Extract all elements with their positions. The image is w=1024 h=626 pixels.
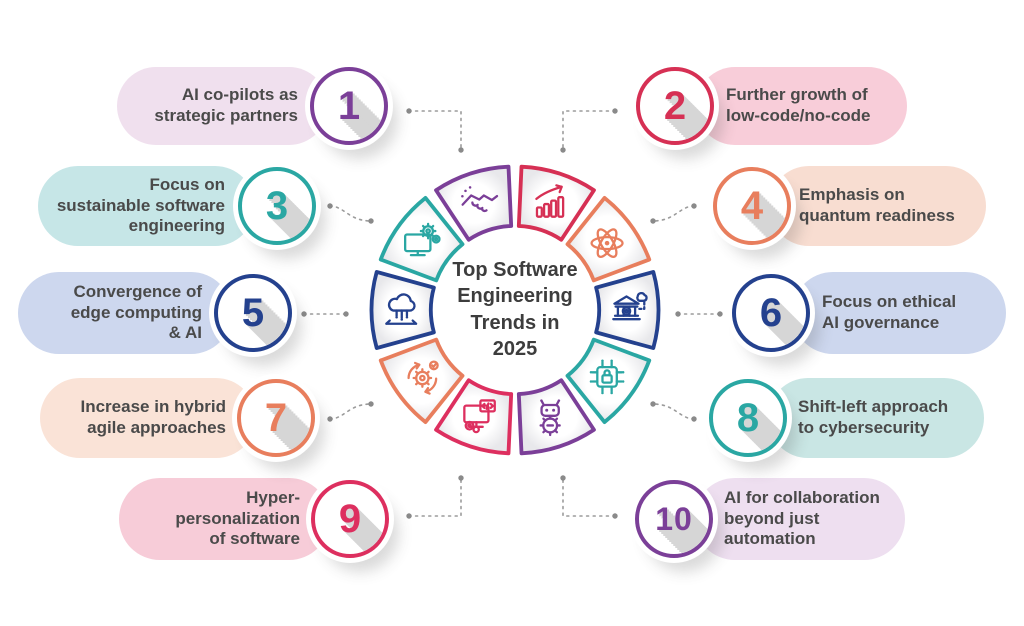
trend-label-6: Focus on ethical AI governance — [822, 292, 957, 332]
trend-item-4: Emphasis on quantum readiness 4 — [713, 166, 986, 246]
connector-10 — [562, 477, 616, 517]
trend-label-1: AI co-pilots as strategic partners — [154, 85, 298, 125]
trend-item-3: Focus on sustainable software engineerin… — [38, 166, 316, 246]
trend-pill-4: Emphasis on quantum readiness — [769, 166, 986, 246]
handshake-icon — [461, 186, 499, 213]
growth-chart-icon — [535, 184, 565, 218]
trend-number-badge-5: 5 — [214, 274, 292, 352]
trend-pill-10: AI for collaboration beyond just automat… — [694, 478, 905, 560]
trend-label-7: Increase in hybrid agile approaches — [80, 397, 227, 437]
trend-number-badge-3: 3 — [238, 167, 316, 245]
trend-item-8: Shift-left approach to cybersecurity 8 — [709, 378, 984, 458]
connector-9 — [408, 477, 462, 517]
trend-number-badge-6: 6 — [732, 274, 810, 352]
trend-number-5: 5 — [241, 291, 265, 335]
connector-2 — [562, 110, 616, 151]
trends-wheel — [369, 164, 661, 456]
connector-1 — [408, 110, 462, 151]
trend-number-4: 4 — [740, 184, 764, 228]
personalization-monitor-icon — [463, 399, 496, 434]
trend-item-7: Increase in hybrid agile approaches 7 — [40, 378, 315, 458]
trend-pill-3: Focus on sustainable software engineerin… — [38, 166, 255, 246]
trend-number-badge-9: 9 — [311, 480, 389, 558]
trend-label-8: Shift-left approach to cybersecurity — [798, 397, 949, 437]
wheel-segment-3 — [378, 195, 465, 283]
trend-label-5: Convergence of edge computing & AI — [70, 281, 202, 343]
edge-cloud-laptop-icon — [385, 293, 418, 325]
trend-number-3: 3 — [265, 184, 289, 228]
chip-lock-icon — [589, 359, 625, 395]
wheel-center-title: Top Software Engineering Trends in 2025 — [452, 259, 578, 361]
connector-4 — [652, 205, 695, 222]
trend-label-9: Hyper- personalization of software — [175, 487, 300, 549]
wheel-segment-8 — [565, 337, 652, 425]
trend-item-5: Convergence of edge computing & AI 5 — [18, 272, 292, 354]
trend-number-2: 2 — [663, 84, 687, 128]
trend-item-10: AI for collaboration beyond just automat… — [635, 478, 905, 560]
trend-pill-7: Increase in hybrid agile approaches — [40, 378, 256, 458]
trend-item-1: AI co-pilots as strategic partners 1 — [117, 67, 388, 145]
trend-item-9: Hyper- personalization of software 9 — [119, 478, 389, 560]
trend-label-3: Focus on sustainable software engineerin… — [56, 174, 225, 236]
trend-pill-8: Shift-left approach to cybersecurity — [768, 378, 984, 458]
trend-number-badge-2: 2 — [636, 67, 714, 145]
robot-gear-icon — [539, 399, 561, 437]
governance-bank-icon — [612, 292, 648, 321]
trend-number-6: 6 — [759, 291, 783, 335]
trend-item-2: Further growth of low-code/no-code 2 — [636, 67, 907, 145]
trend-pill-6: Focus on ethical AI governance — [792, 272, 1006, 354]
trend-number-7: 7 — [264, 396, 288, 440]
sustainable-monitor-icon — [404, 222, 441, 257]
trend-number-1: 1 — [337, 84, 361, 128]
trend-label-2: Further growth of low-code/no-code — [726, 85, 871, 125]
trend-item-6: Focus on ethical AI governance 6 — [732, 272, 1006, 354]
trend-pill-9: Hyper- personalization of software — [119, 478, 330, 560]
connector-3 — [329, 205, 372, 222]
agile-gears-icon — [407, 360, 439, 395]
trend-number-badge-8: 8 — [709, 379, 787, 457]
atom-icon — [590, 228, 624, 259]
wheel-segment-4 — [565, 195, 652, 283]
trend-number-badge-1: 1 — [310, 67, 388, 145]
trend-number-8: 8 — [736, 396, 760, 440]
trend-number-badge-7: 7 — [237, 379, 315, 457]
connector-8 — [652, 403, 695, 420]
trend-number-9: 9 — [338, 497, 362, 541]
trend-pill-1: AI co-pilots as strategic partners — [117, 67, 328, 145]
connector-7 — [329, 403, 372, 420]
trend-pill-2: Further growth of low-code/no-code — [696, 67, 907, 145]
trend-number-10: 10 — [655, 501, 693, 537]
wheel-segment-9 — [434, 378, 514, 456]
trend-pill-5: Convergence of edge computing & AI — [18, 272, 232, 354]
trend-label-4: Emphasis on quantum readiness — [799, 185, 955, 225]
trend-number-badge-4: 4 — [713, 167, 791, 245]
trend-number-badge-10: 10 — [635, 480, 713, 558]
trend-label-10: AI for collaboration beyond just automat… — [724, 487, 880, 549]
